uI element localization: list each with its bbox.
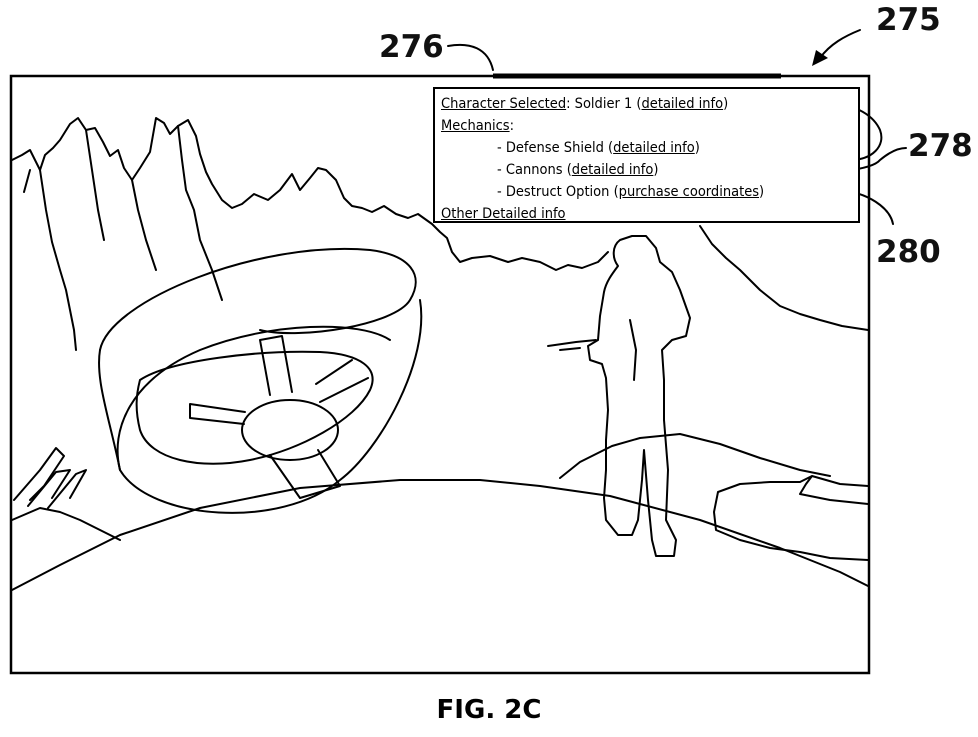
reference-numeral-278: 278 xyxy=(908,128,973,164)
mechanic-item-defense-shield: - Defense Shield (detailed info) xyxy=(441,137,852,159)
arrow-275-icon xyxy=(820,30,860,58)
character-name: Soldier 1 xyxy=(575,96,633,112)
mechanic-name: - Cannons xyxy=(497,162,563,178)
mechanic-name: - Defense Shield xyxy=(497,140,604,156)
mechanic-item-cannons: - Cannons (detailed info) xyxy=(441,159,852,181)
figure-caption: FIG. 2C xyxy=(0,695,978,725)
character-row: Character Selected: Soldier 1 (detailed … xyxy=(441,93,852,115)
cannons-detailed-info-link[interactable]: detailed info xyxy=(572,162,654,178)
leader-line-276 xyxy=(448,45,493,70)
other-info-row: Other Detailed info xyxy=(441,203,852,225)
character-info-panel: Character Selected: Soldier 1 (detailed … xyxy=(433,87,860,223)
reference-numeral-275: 275 xyxy=(876,2,941,38)
mechanic-name: - Destruct Option xyxy=(497,184,609,200)
reference-numeral-276: 276 xyxy=(379,29,444,65)
mechanic-item-destruct-option: - Destruct Option (purchase coordinates) xyxy=(441,181,852,203)
reference-numeral-280: 280 xyxy=(876,234,941,270)
mechanics-row: Mechanics: xyxy=(441,115,852,137)
character-selected-label[interactable]: Character Selected xyxy=(441,96,566,112)
defense-shield-detailed-info-link[interactable]: detailed info xyxy=(613,140,695,156)
mechanics-label[interactable]: Mechanics xyxy=(441,118,510,134)
purchase-coordinates-link[interactable]: purchase coordinates xyxy=(619,184,759,200)
other-detailed-info-link[interactable]: Other Detailed info xyxy=(441,206,566,222)
character-detailed-info-link[interactable]: detailed info xyxy=(642,96,724,112)
